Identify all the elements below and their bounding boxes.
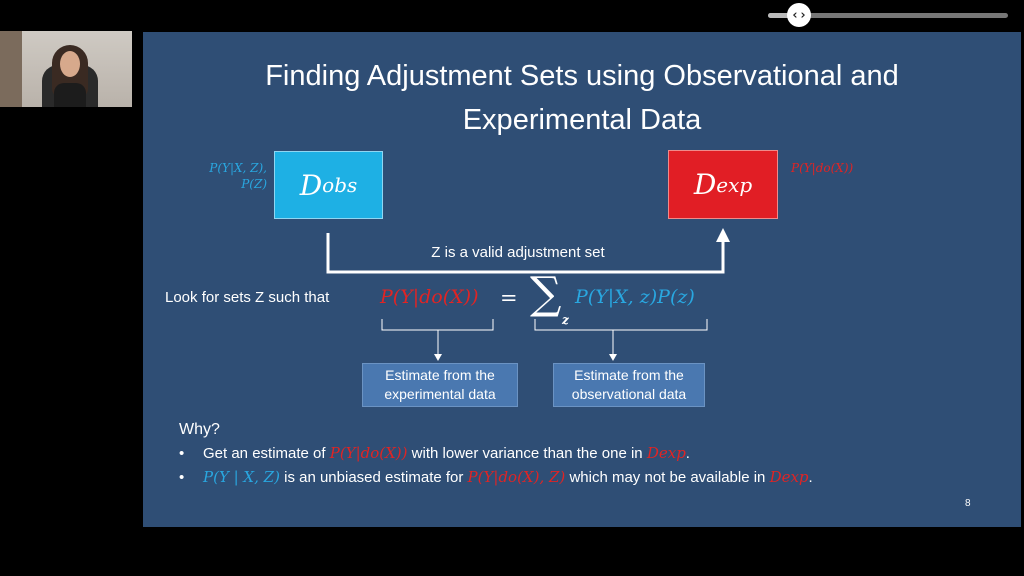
summation-subscript: z xyxy=(562,313,569,327)
look-for-sets-text: Look for sets Z such that xyxy=(165,289,330,306)
presentation-slide: Finding Adjustment Sets using Observatio… xyxy=(143,32,1021,527)
formula-rhs: P(Y|X, z)P(z) xyxy=(575,286,695,308)
rhs-arrow-head xyxy=(609,354,617,361)
bullet-lower-variance: •Get an estimate of P(Y|do(X)) with lowe… xyxy=(179,444,690,462)
page-number: 8 xyxy=(965,498,971,509)
formula-lhs: P(Y|do(X)) xyxy=(380,286,479,308)
slide-title: Finding Adjustment Sets using Observatio… xyxy=(143,54,1021,142)
connector-lines xyxy=(326,228,730,361)
estimate-observational-box: Estimate from the observational data xyxy=(553,363,705,407)
lhs-bracket xyxy=(381,319,494,331)
adjustment-arrow xyxy=(326,233,725,274)
obs-note: P(Y|X, Z), P(Z) xyxy=(209,161,267,191)
why-heading: Why? xyxy=(179,421,220,438)
adjustment-set-label: Z is a valid adjustment set xyxy=(431,244,605,261)
rhs-bracket xyxy=(534,319,708,331)
code-brackets-icon[interactable]: ‹› xyxy=(787,3,811,27)
title-line-1: Finding Adjustment Sets using Observatio… xyxy=(265,60,899,92)
exp-note: P(Y|do(X)) xyxy=(791,161,854,175)
arrow-head xyxy=(716,228,730,242)
summation-symbol: ∑ xyxy=(530,268,562,319)
estimate-experimental-box: Estimate from the experimental data xyxy=(362,363,518,407)
progress-slider[interactable] xyxy=(768,13,1008,18)
lhs-arrow-head xyxy=(434,354,442,361)
webcam-thumbnail xyxy=(0,31,132,107)
bullet-unbiased-estimate: •P(Y | X, Z) is an unbiased estimate for… xyxy=(179,468,813,486)
formula-equals: = xyxy=(500,286,518,310)
title-line-2: Experimental Data xyxy=(462,104,702,136)
video-player-topbar: ‹› xyxy=(0,0,1024,30)
progress-fill xyxy=(768,13,792,18)
